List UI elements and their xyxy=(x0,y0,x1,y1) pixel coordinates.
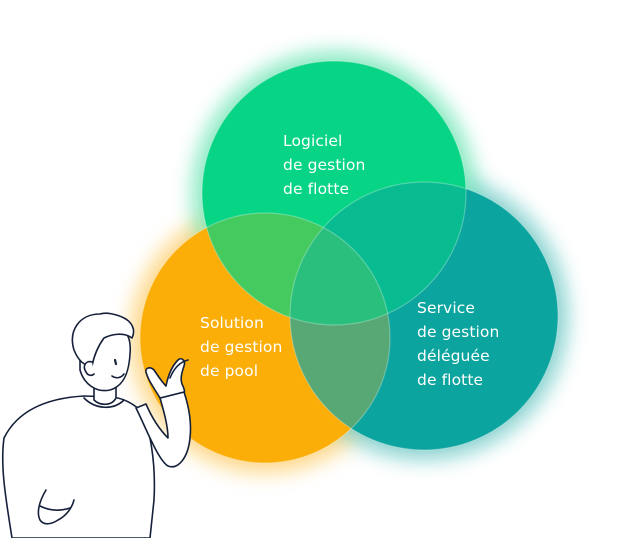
label-pool-line-2: de gestion xyxy=(200,338,283,356)
label-pool-line-1: Solution xyxy=(200,314,264,332)
person-eye xyxy=(113,358,118,366)
label-pool: Solution de gestion de pool xyxy=(200,311,282,383)
label-service-line-2: de gestion xyxy=(417,323,500,341)
label-service-line-3: déléguée xyxy=(417,347,490,365)
person-waving-illustration xyxy=(1,312,192,538)
label-software-line-1: Logiciel xyxy=(283,132,343,150)
label-software-line-2: de gestion xyxy=(283,156,366,174)
label-software: Logiciel de gestion de flotte xyxy=(283,129,365,201)
outline-pool xyxy=(139,212,391,464)
label-service: Service de gestion déléguée de flotte xyxy=(417,296,499,392)
person-raised-arm xyxy=(135,391,192,468)
label-service-line-4: de flotte xyxy=(417,371,484,389)
label-software-line-3: de flotte xyxy=(283,180,350,198)
person-torso xyxy=(1,395,156,538)
label-pool-line-3: de pool xyxy=(200,362,259,380)
person-mouth xyxy=(111,373,125,379)
outline-service xyxy=(289,181,559,451)
outline-software xyxy=(201,60,467,326)
label-service-line-1: Service xyxy=(417,299,475,317)
person-ear xyxy=(83,360,95,377)
